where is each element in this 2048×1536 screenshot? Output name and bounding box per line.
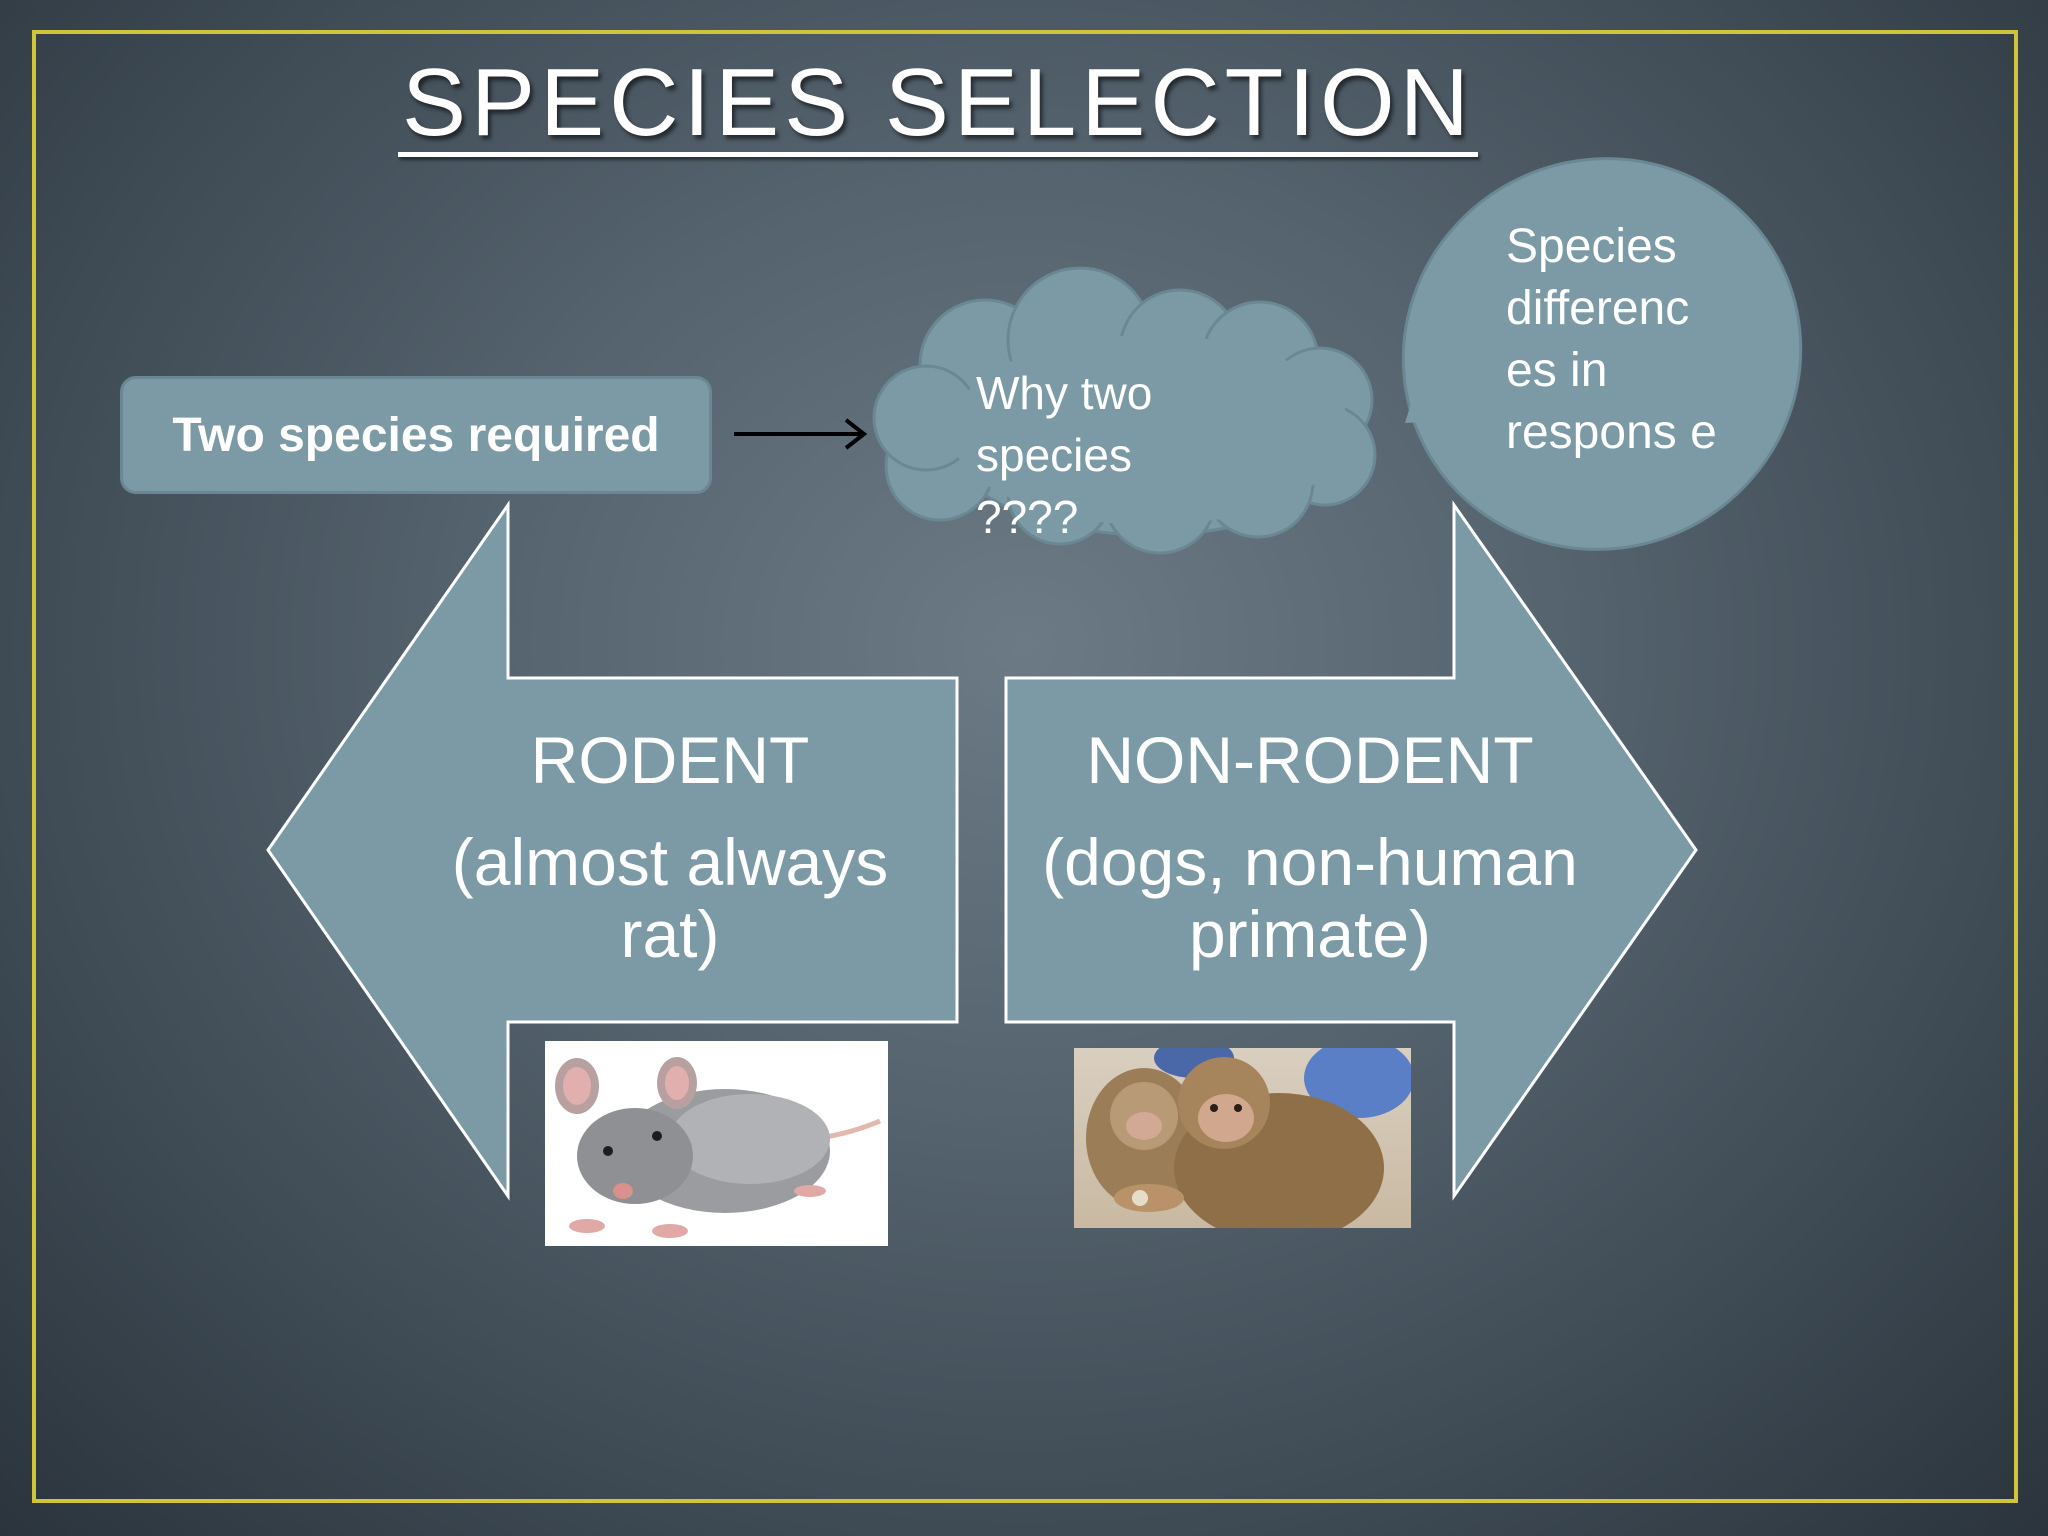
thought-cloud-fill <box>950 335 1350 525</box>
two-species-required-box: Two species required <box>120 376 712 494</box>
monkey-photo <box>1074 1048 1411 1228</box>
non-rodent-title: NON-RODENT <box>1086 723 1534 797</box>
why-two-species-text: Why two species ???? <box>976 367 1153 543</box>
slide-title: SPECIES SELECTION <box>402 49 1474 156</box>
slide-frame <box>32 30 2018 1503</box>
species-differences-text: Species differenc es in respons e <box>1506 220 1717 459</box>
rodent-title: RODENT <box>530 723 810 797</box>
connector-arrow-icon <box>734 418 868 450</box>
rodent-subtitle: (almost always rat) <box>451 825 889 971</box>
monkey-illustration <box>1086 1048 1411 1228</box>
non-rodent-subtitle: (dogs, non-human primate) <box>1042 825 1578 971</box>
speech-bubble-shape <box>1401 157 1803 551</box>
rat-photo <box>545 1041 888 1246</box>
non-rodent-arrow-shape <box>1004 500 1698 1201</box>
rat-illustration <box>555 1057 881 1238</box>
title-underline <box>398 152 1478 157</box>
rodent-arrow-shape <box>266 500 959 1201</box>
